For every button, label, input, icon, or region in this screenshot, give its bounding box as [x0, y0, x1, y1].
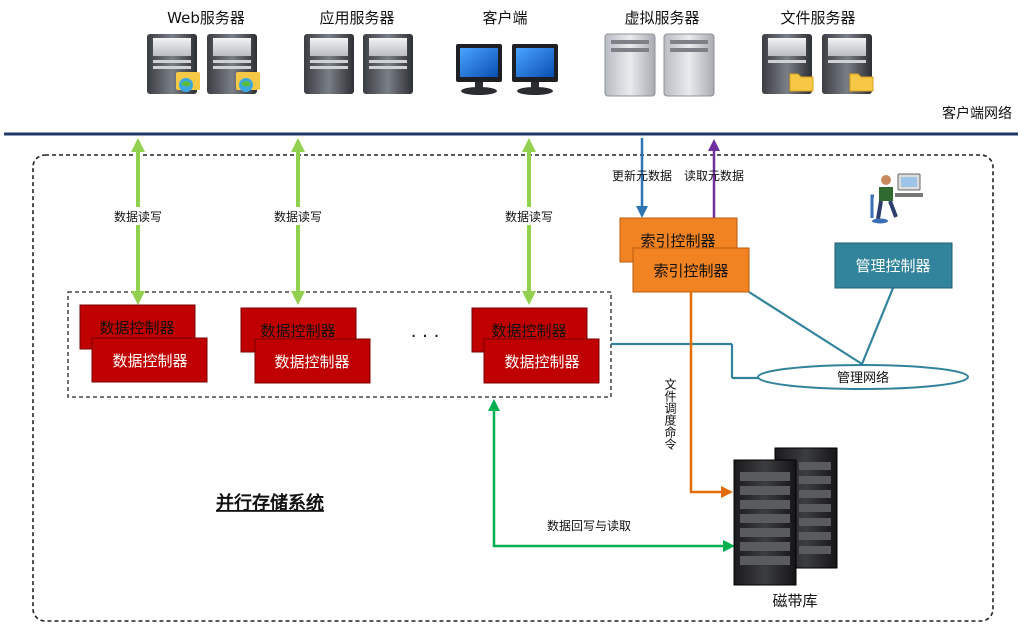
management-controller — [834, 242, 953, 289]
device-file-server: 文件服务器 — [762, 9, 874, 94]
tape-data-label: 数据回写与读取 — [547, 518, 631, 533]
device-label: 客户端 — [482, 9, 527, 27]
data-rw-arrow-1: 数据读写 — [110, 138, 166, 305]
data-controller-label: 数据控制器 — [99, 319, 174, 337]
storage-system-boundary — [32, 154, 994, 622]
client-network-label: 客户端网络 — [942, 105, 1012, 122]
data-rw-arrow-3: 数据读写 — [501, 138, 557, 305]
tape-data-arrow: 数据回写与读取 — [488, 399, 735, 552]
device-app-server: 应用服务器 — [304, 9, 413, 94]
virtual-server-icon — [604, 33, 715, 97]
device-label: 文件服务器 — [780, 9, 855, 27]
web-server-icon — [147, 34, 260, 94]
management-network-label: 管理网络 — [837, 370, 889, 386]
app-server-icon — [304, 34, 413, 94]
management-links — [611, 287, 895, 380]
index-controller-label: 索引控制器 — [653, 262, 728, 280]
device-web-server: Web服务器 — [147, 9, 260, 94]
management-network — [757, 364, 969, 390]
file-server-icon — [762, 34, 874, 94]
data-controller-pair-1: 数据控制器 数据控制器 — [79, 304, 208, 383]
device-virtual-server: 虚拟服务器 — [604, 9, 715, 97]
device-label: Web服务器 — [167, 9, 245, 27]
data-controller-label: 数据控制器 — [504, 353, 579, 371]
index-controller-pair: 索引控制器 索引控制器 — [619, 217, 750, 293]
read-metadata-label: 读取元数据 — [684, 168, 744, 183]
data-controller-label: 数据控制器 — [274, 353, 349, 371]
client-monitor-icon — [456, 44, 558, 95]
tape-library-label: 磁带库 — [772, 592, 817, 610]
administrator-icon — [870, 173, 923, 224]
management-controller-label: 管理控制器 — [855, 257, 930, 275]
device-client: 客户端 — [456, 9, 558, 95]
storage-system-title: 并行存储系统 — [216, 492, 324, 514]
data-controller-label: 数据控制器 — [260, 322, 335, 340]
file-schedule-command-text: 文件调度命令 — [663, 377, 677, 451]
data-controller-pair-2: 数据控制器 数据控制器 — [240, 307, 371, 384]
data-controller-label: 数据控制器 — [491, 322, 566, 340]
device-label: 应用服务器 — [319, 9, 394, 27]
file-schedule-command-label: 文件调度命令 — [660, 375, 680, 457]
index-controller-label: 索引控制器 — [640, 232, 715, 250]
device-label: 虚拟服务器 — [624, 9, 699, 27]
data-rw-label: 数据读写 — [114, 209, 162, 224]
data-controller-pair-3: 数据控制器 数据控制器 — [471, 307, 600, 384]
update-metadata-label: 更新元数据 — [612, 168, 672, 183]
data-controller — [483, 338, 600, 384]
data-controller — [91, 337, 208, 383]
data-rw-label: 数据读写 — [274, 209, 322, 224]
read-metadata-arrow: 读取元数据 — [684, 139, 744, 218]
data-rw-label: 数据读写 — [505, 209, 553, 224]
update-metadata-arrow: 更新元数据 — [612, 138, 672, 218]
controller-ellipsis: · · · — [411, 326, 440, 347]
data-rw-arrow-2: 数据读写 — [270, 138, 326, 305]
file-schedule-command-arrow — [689, 292, 733, 498]
data-controller-label: 数据控制器 — [112, 352, 187, 370]
index-controller — [632, 247, 750, 293]
data-controller — [254, 338, 371, 384]
tape-library-icon — [733, 447, 838, 586]
